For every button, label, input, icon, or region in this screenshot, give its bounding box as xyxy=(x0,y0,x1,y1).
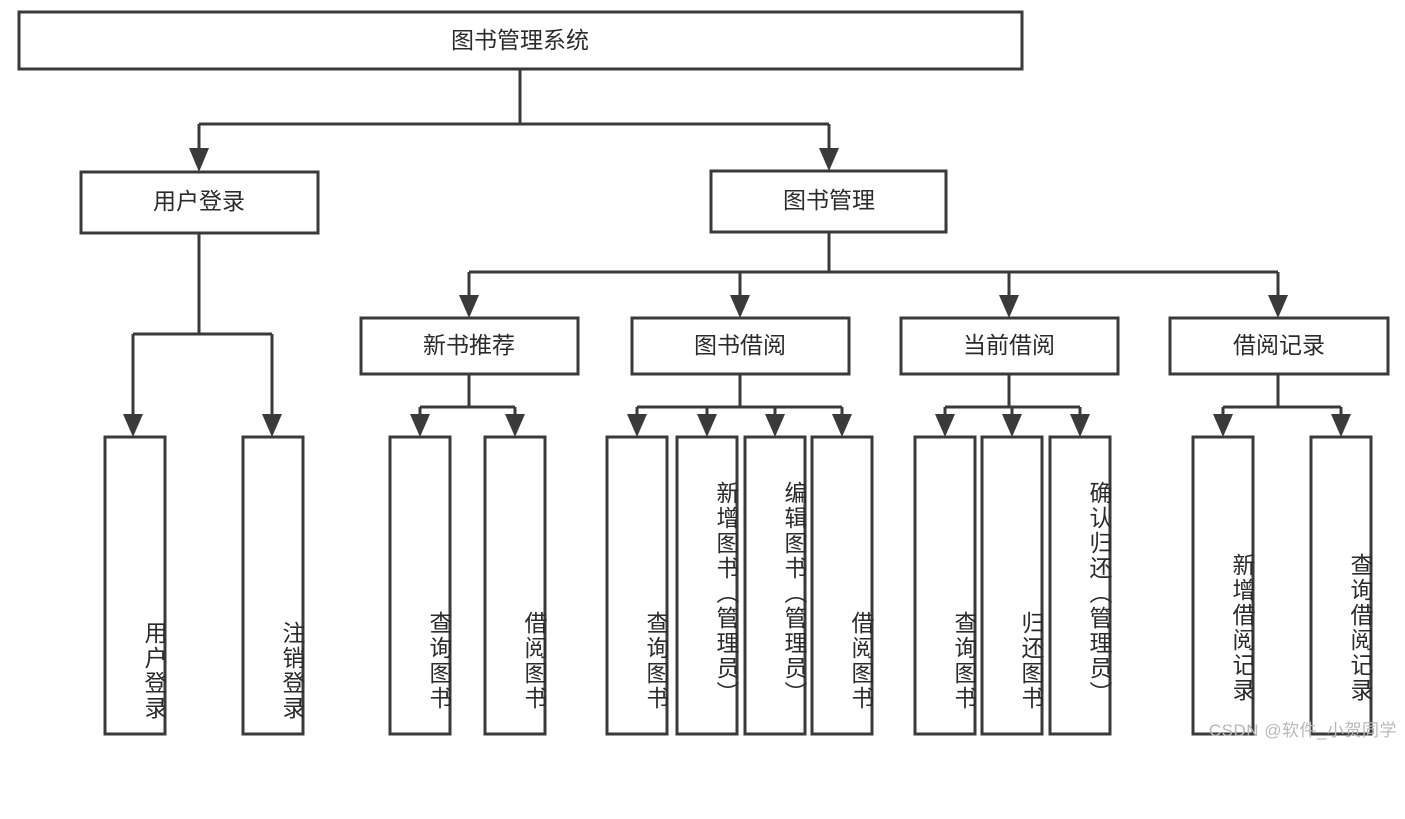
leaf-box-borrow-book-1[interactable] xyxy=(483,435,547,736)
leaf-box-add-book[interactable] xyxy=(675,435,739,736)
arrow-head-icon xyxy=(935,414,955,437)
node-current-borrow-label: 当前借阅 xyxy=(963,332,1055,358)
leaf-box-add-record[interactable] xyxy=(1191,435,1255,736)
node-root-label: 图书管理系统 xyxy=(451,27,589,53)
leaf-box-group xyxy=(103,435,1373,736)
node-borrow-record-label: 借阅记录 xyxy=(1233,332,1325,358)
node-root-system[interactable]: 图书管理系统 xyxy=(17,10,1024,71)
node-book-manage-label: 图书管理 xyxy=(783,187,875,213)
node-borrow-record[interactable]: 借阅记录 xyxy=(1168,316,1390,376)
arrow-head-icon xyxy=(1268,295,1288,318)
leaf-box-edit-book[interactable] xyxy=(743,435,807,736)
arrow-head-icon xyxy=(1213,414,1233,437)
node-root-box[interactable] xyxy=(17,10,1024,71)
connector-group xyxy=(131,69,1343,414)
node-book-borrow[interactable]: 图书借阅 xyxy=(630,316,851,376)
node-book-manage[interactable]: 图书管理 xyxy=(709,169,948,234)
arrow-head-icon xyxy=(123,414,143,437)
node-user-login-box[interactable] xyxy=(79,170,320,235)
arrow-head-icon xyxy=(627,414,647,437)
node-current-borrow-box[interactable] xyxy=(899,316,1120,376)
leaf-box-user-login[interactable] xyxy=(103,435,167,736)
leaf-box-query-record[interactable] xyxy=(1309,435,1373,736)
arrow-head-icon xyxy=(505,414,525,437)
arrow-head-icon xyxy=(410,414,430,437)
arrow-head-icon xyxy=(697,414,717,437)
leaf-box-query-book-1[interactable] xyxy=(388,435,452,736)
node-new-book-recommend[interactable]: 新书推荐 xyxy=(359,316,580,376)
arrow-head-icon xyxy=(765,414,785,437)
arrow-head-icon xyxy=(832,414,852,437)
leaf-box-borrow-book-2[interactable] xyxy=(810,435,874,736)
node-current-borrow[interactable]: 当前借阅 xyxy=(899,316,1120,376)
node-borrow-record-box[interactable] xyxy=(1168,316,1390,376)
arrow-head-icon xyxy=(1331,414,1351,437)
arrow-head-icon xyxy=(819,148,839,171)
leaf-box-confirm-return[interactable] xyxy=(1048,435,1112,736)
node-book-manage-box[interactable] xyxy=(709,169,948,234)
arrow-head-icon xyxy=(1070,414,1090,437)
diagram-canvas: 图书管理系统 用户登录 图书管理 新书推荐 图书借阅 当前借阅 借阅记录 xyxy=(17,10,1390,736)
node-book-borrow-box[interactable] xyxy=(630,316,851,376)
arrow-head-icon xyxy=(262,414,282,437)
node-user-login-label: 用户登录 xyxy=(153,188,245,214)
leaf-box-query-book-2[interactable] xyxy=(605,435,669,736)
leaf-box-query-book-3[interactable] xyxy=(913,435,977,736)
leaf-box-logout[interactable] xyxy=(241,435,305,736)
node-book-borrow-label: 图书借阅 xyxy=(694,332,786,358)
leaf-box-return-book[interactable] xyxy=(980,435,1044,736)
node-new-book-recommend-box[interactable] xyxy=(359,316,580,376)
node-new-book-recommend-label: 新书推荐 xyxy=(423,332,515,358)
arrow-head-icon xyxy=(1002,414,1022,437)
arrowhead-group xyxy=(123,148,1351,437)
arrow-head-icon xyxy=(999,295,1019,318)
arrow-head-icon xyxy=(730,295,750,318)
arrow-head-icon xyxy=(459,295,479,318)
watermark-text: CSDN @软件_小贺同学 xyxy=(1208,721,1397,740)
arrow-head-icon xyxy=(189,148,209,172)
flowchart-diagram: 图书管理系统 用户登录 图书管理 新书推荐 图书借阅 当前借阅 借阅记录 xyxy=(17,10,1397,740)
node-user-login[interactable]: 用户登录 xyxy=(79,170,320,235)
